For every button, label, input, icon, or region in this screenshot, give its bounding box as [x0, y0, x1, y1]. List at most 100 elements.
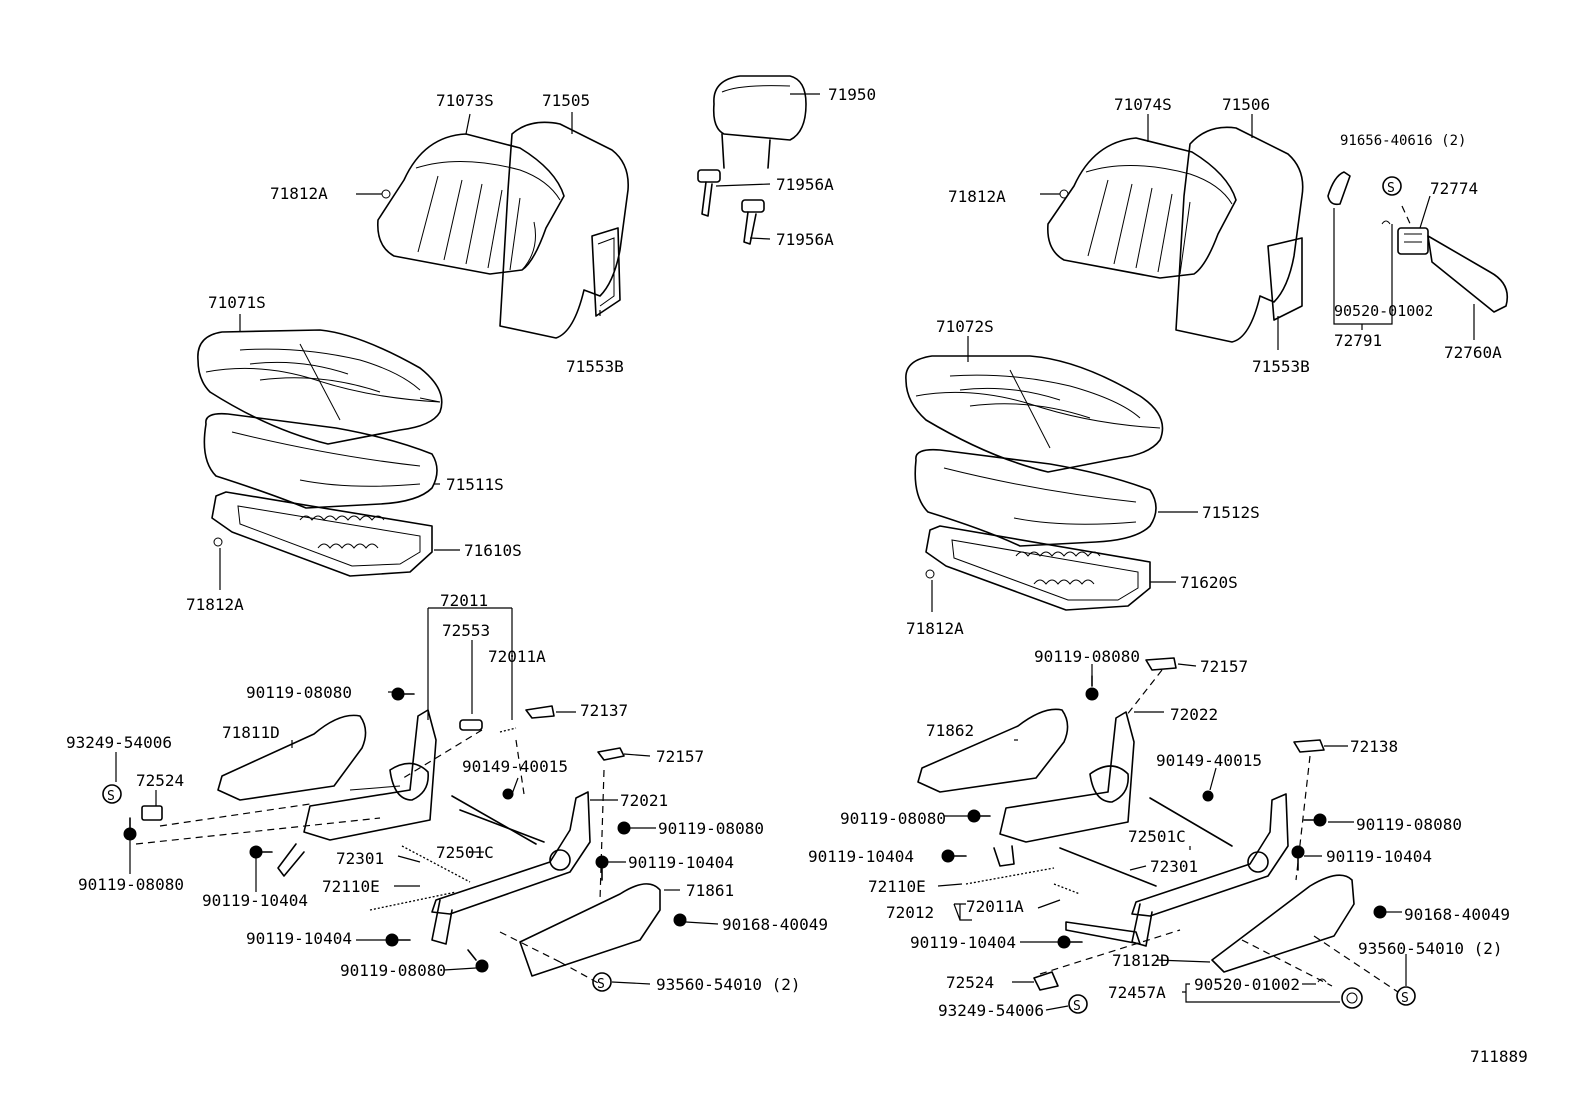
- seat-cushion-cover-71072s: [905, 355, 1164, 473]
- label-72011: 72011: [440, 591, 488, 610]
- label-71812a-right-bottom: 71812A: [906, 619, 964, 638]
- label-72501c-left: 72501C: [436, 843, 494, 862]
- rod-72501c-right: [1149, 797, 1233, 847]
- clip-71812a-top: [381, 189, 391, 199]
- spring-72110e: [369, 891, 457, 911]
- label-71811d: 71811D: [222, 723, 280, 742]
- knob-72457a-icon: [1341, 987, 1363, 1009]
- label-90119-08080-left: 90119-08080: [78, 875, 184, 894]
- label-90119-08080-top: 90119-08080: [246, 683, 352, 702]
- svg-text:S: S: [1387, 181, 1395, 196]
- bolt-icon-right-7: [1057, 935, 1083, 949]
- label-72553: 72553: [442, 621, 490, 640]
- seat-adjuster-frame-72022: [993, 711, 1135, 867]
- bolt-icon-left-3: [249, 845, 273, 859]
- right-seat-labels: 71074S 71506 71812A 71553B 71072S 71512S…: [808, 95, 1510, 1020]
- label-71074s: 71074S: [1114, 95, 1172, 114]
- nut-icon-left: [673, 913, 687, 927]
- svg-text:S: S: [1073, 999, 1081, 1014]
- label-71812d: 71812D: [1112, 951, 1170, 970]
- seat-cushion-pad-71511s: [203, 412, 438, 509]
- label-71512s: 71512S: [1202, 503, 1260, 522]
- label-72137: 72137: [580, 701, 628, 720]
- bolt-icon-left-5: [617, 821, 631, 835]
- label-71511s: 71511S: [446, 475, 504, 494]
- diagram-code: 711889: [1470, 1047, 1528, 1066]
- screw-s-icon-right-3: S: [1396, 986, 1416, 1006]
- label-71072s: 71072S: [936, 317, 994, 336]
- label-90119-10404-b: 90119-10404: [202, 891, 308, 910]
- bolt-icon-left-6: [595, 855, 609, 881]
- label-71862: 71862: [926, 721, 974, 740]
- seat-back-pad-71553b: [591, 227, 621, 317]
- link-72301: [401, 845, 471, 883]
- label-72022: 72022: [1170, 705, 1218, 724]
- label-71506: 71506: [1222, 95, 1270, 114]
- cover-72137: [525, 705, 555, 719]
- left-seat-labels: 71950 71956A 71956A 71073S 71505 71812A …: [66, 85, 876, 994]
- headrest-support-top: [697, 169, 721, 217]
- label-71071s: 71071S: [208, 293, 266, 312]
- shield-71811d: [217, 714, 367, 801]
- svg-text:S: S: [1401, 991, 1409, 1006]
- label-71553b-right: 71553B: [1252, 357, 1310, 376]
- seat-cushion-frame-71620s: [925, 525, 1151, 611]
- label-71812a-right-top: 71812A: [948, 187, 1006, 206]
- label-72301-left: 72301: [336, 849, 384, 868]
- label-71812a-bottom: 71812A: [186, 595, 244, 614]
- knob-72791: [1327, 171, 1351, 206]
- bolt-icon-right-5: [1303, 813, 1327, 827]
- label-72110e-left: 72110E: [322, 877, 380, 896]
- label-72012: 72012: [886, 903, 934, 922]
- lever-72774: [1397, 227, 1429, 255]
- bolt-icon-left-1: [391, 687, 415, 701]
- clip-71812a-right-bottom: [925, 569, 935, 579]
- seat-back-cover-71073s: [377, 133, 565, 275]
- label-91656-40616: 91656-40616 (2): [1340, 133, 1466, 149]
- screw-s-icon-right-2: S: [1068, 994, 1088, 1014]
- label-90119-10404-a: 90119-10404: [628, 853, 734, 872]
- label-93560-54010-right: 93560-54010 (2): [1358, 939, 1503, 958]
- label-90119-10404-c: 90119-10404: [246, 929, 352, 948]
- label-71073s: 71073S: [436, 91, 494, 110]
- label-72157-left: 72157: [656, 747, 704, 766]
- lever-72760a: [1427, 235, 1509, 313]
- bolt-icon-left-7: [385, 933, 411, 947]
- cover-72157-right: [1145, 657, 1177, 671]
- label-71956a-2: 71956A: [776, 230, 834, 249]
- nut-icon-right: [1373, 905, 1387, 919]
- right-seat: S: [905, 114, 1509, 1014]
- seat-cushion-cover-71071s: [197, 329, 443, 445]
- label-72791: 72791: [1334, 331, 1382, 350]
- shield-71862: [917, 708, 1069, 793]
- bolt-icon-left-8: [467, 949, 489, 973]
- screw-s-icon-right-1: S: [1382, 176, 1402, 196]
- label-90119-08080-right-left: 90119-08080: [840, 809, 946, 828]
- bolt-icon-right-3: [941, 849, 967, 863]
- screw-s-icon-left-2: S: [592, 972, 612, 992]
- bolt-icon-left-4: [502, 788, 514, 800]
- label-90119-08080-bottom: 90119-08080: [340, 961, 446, 980]
- part-72553: [459, 719, 483, 731]
- label-72110e-right: 72110E: [868, 877, 926, 896]
- rod-72501c: [451, 795, 537, 845]
- label-72301-right: 72301: [1150, 857, 1198, 876]
- label-72501c-right: 72501C: [1128, 827, 1186, 846]
- label-90119-08080-right-right: 90119-08080: [1356, 815, 1462, 834]
- screw-s-icon-left-1: S: [102, 784, 122, 804]
- seat-back-board-71506: [1175, 126, 1304, 343]
- label-93560-54010-left: 93560-54010 (2): [656, 975, 801, 994]
- label-72157-right: 72157: [1200, 657, 1248, 676]
- label-90520-01002-bottom: 90520-01002: [1194, 975, 1300, 994]
- cover-72138: [1293, 739, 1325, 753]
- bar-72012: [1065, 921, 1141, 945]
- label-90520-01002-top: 90520-01002: [1334, 302, 1433, 320]
- label-72524-left: 72524: [136, 771, 184, 790]
- label-71610s: 71610S: [464, 541, 522, 560]
- label-90119-10404-right-right: 90119-10404: [1326, 847, 1432, 866]
- cover-72524-left: [141, 805, 163, 821]
- label-72138: 72138: [1350, 737, 1398, 756]
- headrest-support-bottom: [741, 199, 765, 245]
- cover-72524-right: [1033, 971, 1059, 991]
